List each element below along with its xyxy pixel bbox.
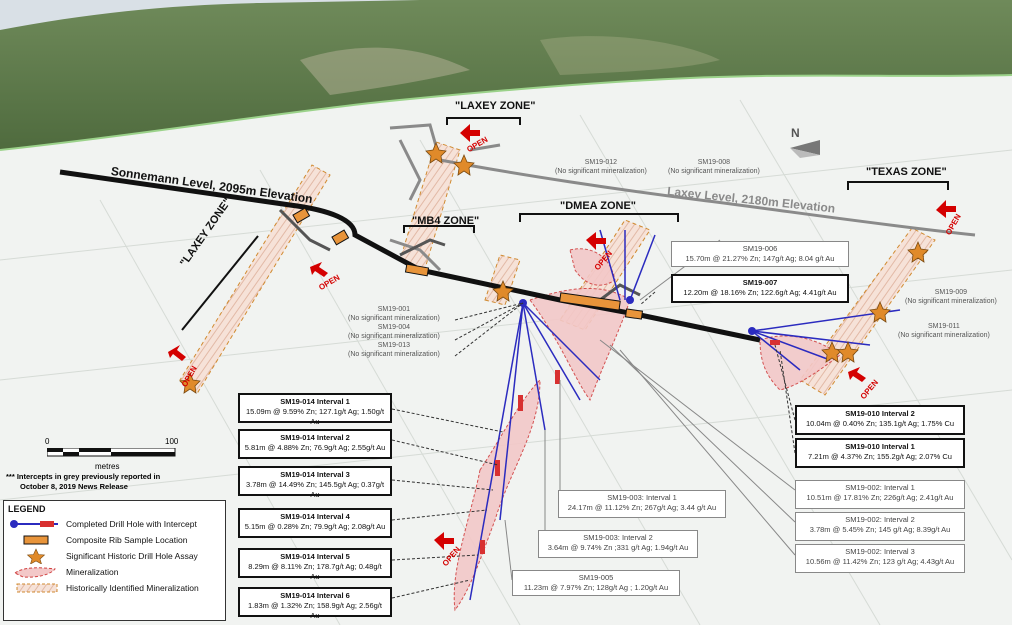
- mineralization: [453, 248, 841, 612]
- hole-label-sm19-004: SM19-004(No significant mineralization): [348, 324, 440, 340]
- scale-bar-graphic: [47, 448, 176, 457]
- laxey-zone-upper-label: "LAXEY ZONE": [455, 100, 536, 112]
- legend-item-rib-sample: Composite Rib Sample Location: [6, 532, 225, 548]
- historic-assay-stars: [179, 141, 929, 394]
- hole-label-sm19-001: SM19-001(No significant mineralization): [348, 306, 440, 322]
- scale-unit: metres: [95, 462, 120, 471]
- terrain-edge: [0, 74, 1012, 151]
- legend-item-drill-hole: Completed Drill Hole with Intercept: [6, 516, 225, 532]
- hole-label-sm19-008: SM19-008(No significant mineralization): [668, 159, 760, 175]
- texas-zone-label: "TEXAS ZONE": [866, 166, 947, 178]
- mountain-terrain: [0, 0, 1012, 150]
- hole-label-sm19-009: SM19-009(No significant mineralization): [905, 289, 997, 305]
- legend-title: LEGEND: [8, 504, 46, 514]
- terrain-bare: [540, 36, 720, 75]
- rib-sample-icon: [6, 532, 66, 548]
- grey-leader-lines: [504, 239, 796, 581]
- zone-brackets: [181, 117, 949, 331]
- drill-intercepts: [480, 340, 780, 554]
- terrain-bare: [300, 47, 470, 95]
- hole-label-sm19-011: SM19-011(No significant mineralization): [898, 323, 990, 339]
- leader-lines: [391, 291, 796, 599]
- mb4-zone-label: "MB4 ZONE": [412, 215, 480, 227]
- drill-hole-icon: [6, 516, 66, 532]
- grey-intercepts-note: *** Intercepts in grey previously report…: [6, 472, 161, 491]
- mineralization-icon: [6, 564, 66, 580]
- sonnemann-level-tunnel: [59, 169, 761, 343]
- drill-collars: [519, 296, 756, 335]
- scale-zero: 0: [45, 437, 50, 446]
- historic-mineralization-icon: [6, 580, 66, 596]
- legend: LEGEND Completed Drill Hole with Interce…: [3, 500, 226, 621]
- legend-item-historic-assay: Significant Historic Drill Hole Assay: [6, 548, 225, 564]
- scale-max: 100: [165, 437, 179, 446]
- legend-item-historic-mineralization: Historically Identified Mineralization: [6, 580, 225, 596]
- hole-label-sm19-012: SM19-012(No significant mineralization): [555, 159, 647, 175]
- rib-samples: [292, 207, 644, 320]
- north-label: N: [791, 126, 800, 140]
- legend-item-mineralization: Mineralization: [6, 564, 225, 580]
- open-arrows: [168, 124, 956, 550]
- scale-bar: 0 100 metres: [43, 437, 193, 477]
- dmea-zone-label: "DMEA ZONE": [560, 200, 637, 212]
- hole-label-sm19-013: SM19-013(No significant mineralization): [348, 342, 440, 358]
- north-arrow-icon: [790, 140, 820, 158]
- star-icon: [6, 548, 66, 564]
